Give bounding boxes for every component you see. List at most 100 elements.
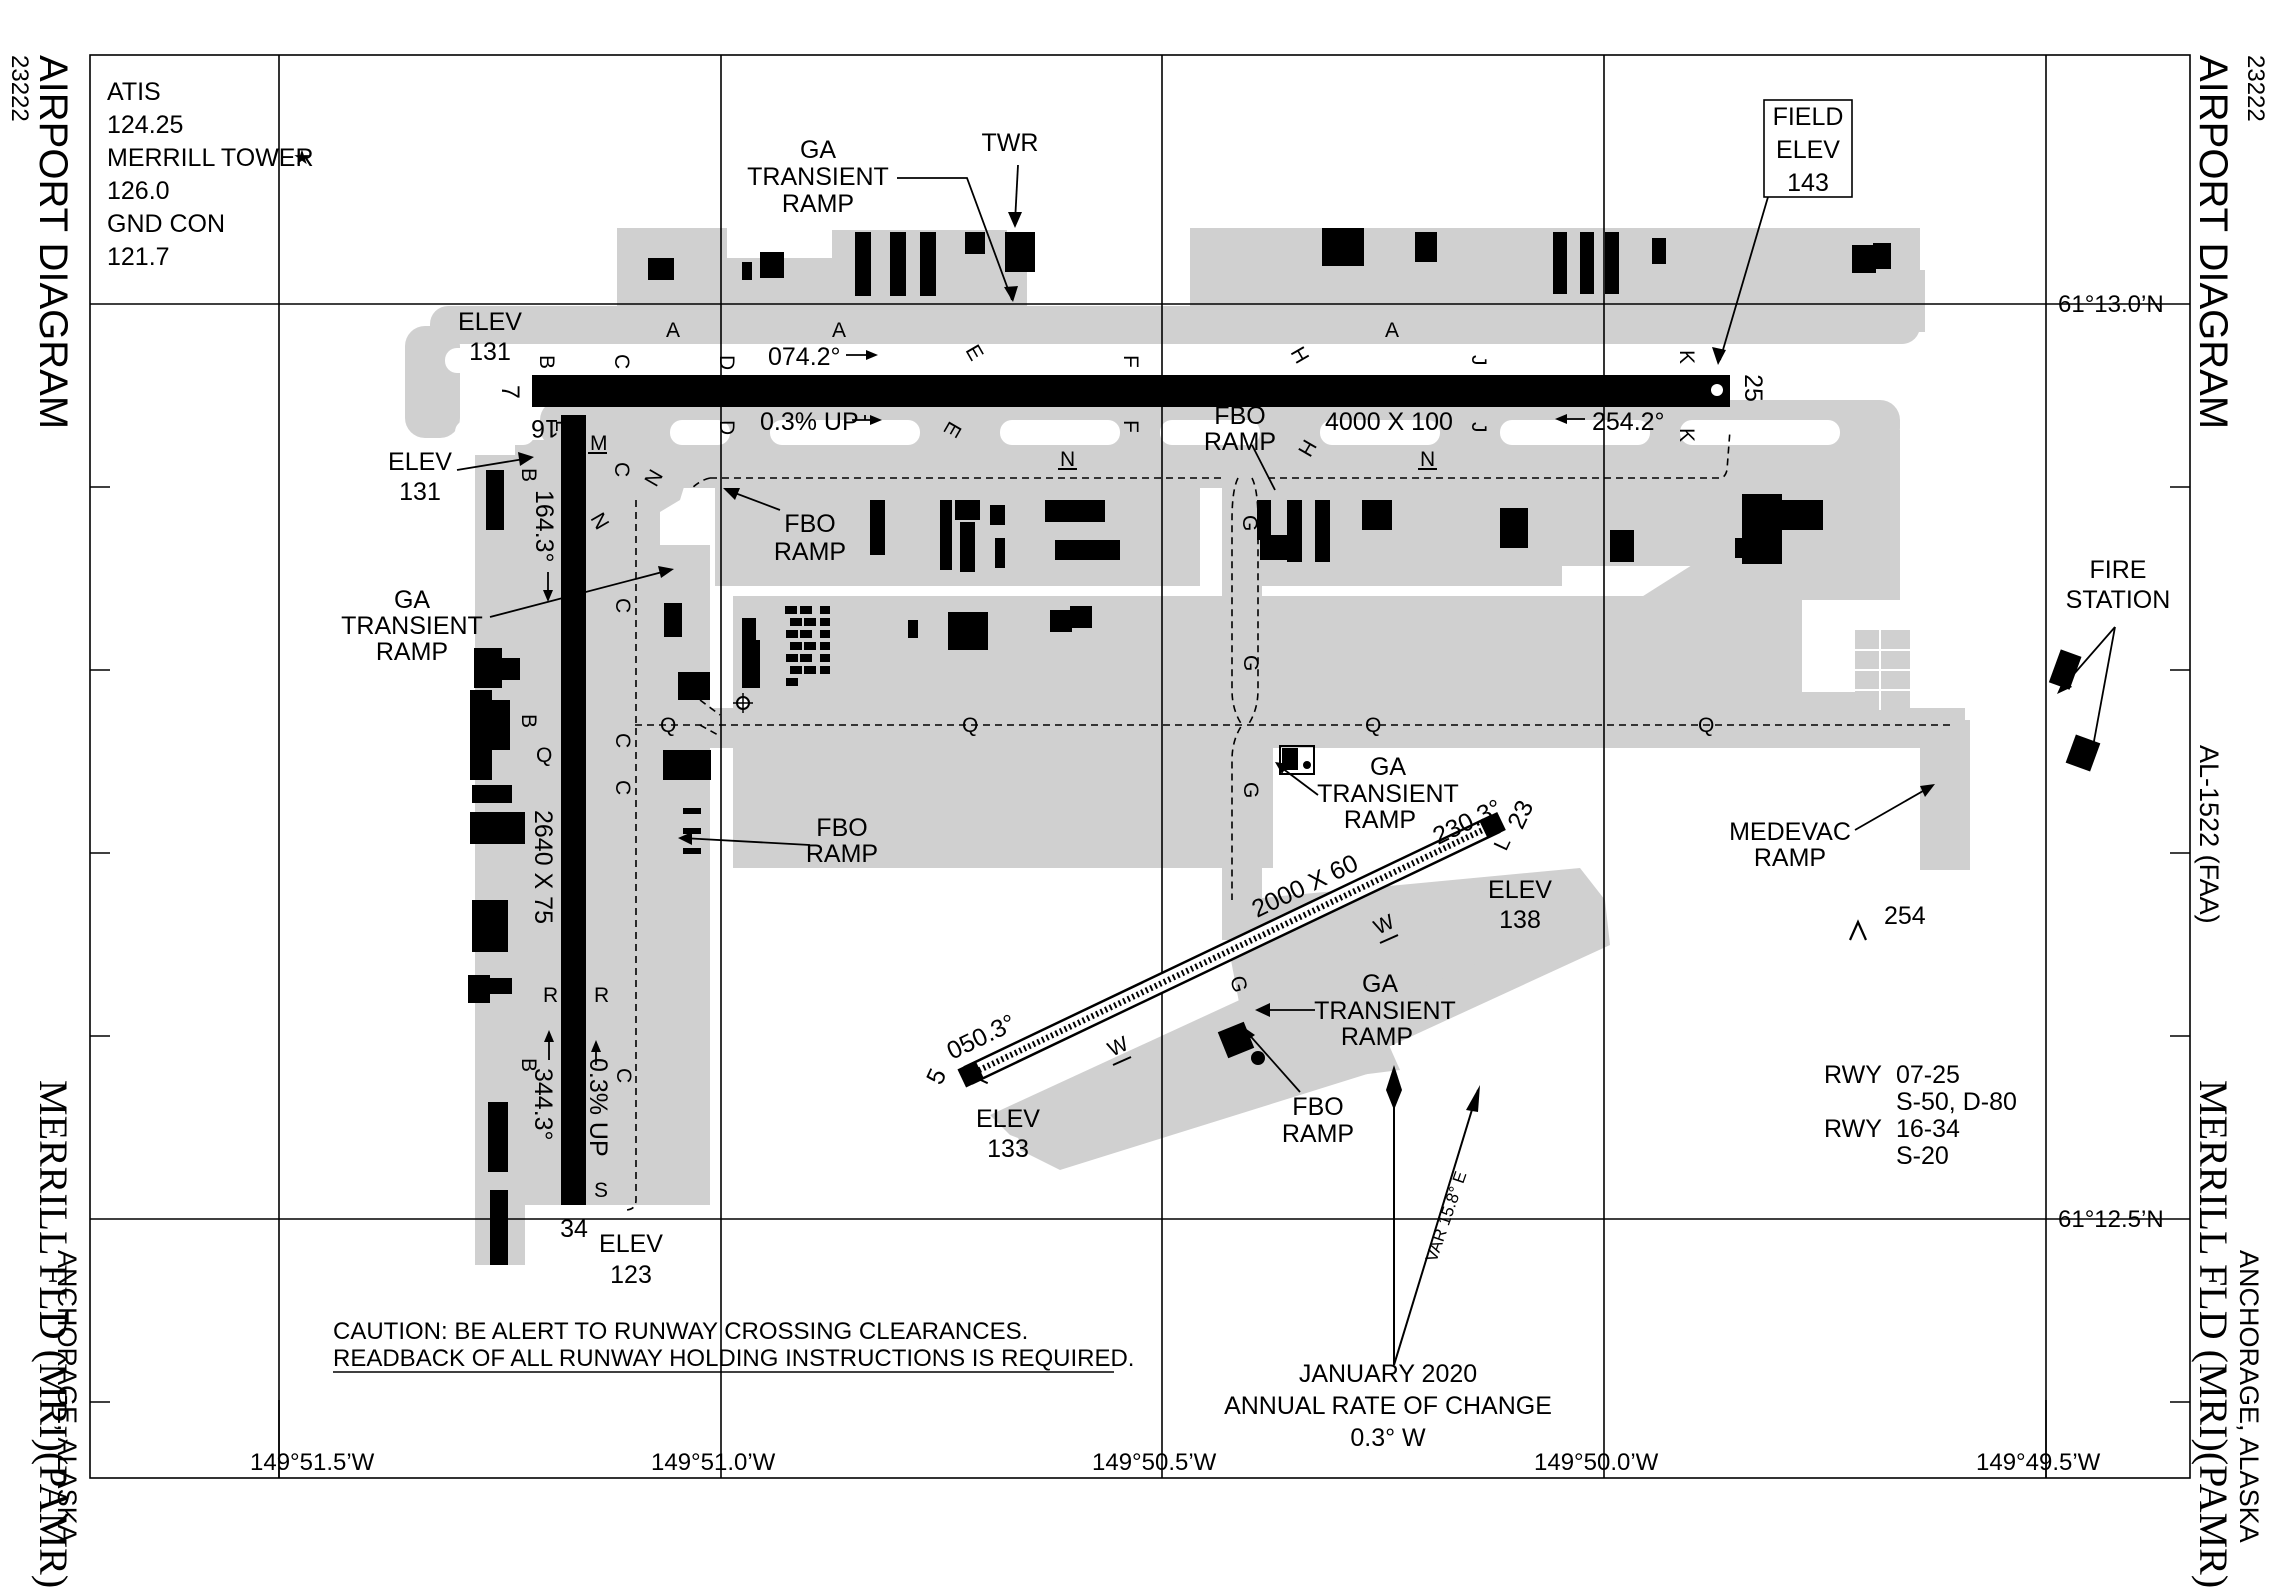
rwy5-elev-value: 133 bbox=[987, 1135, 1029, 1163]
ga-ramp-west-2: TRANSIENT bbox=[341, 612, 483, 640]
fbo-ramp-nw-2: RAMP bbox=[774, 538, 846, 566]
chart-number-right: 23222 bbox=[2242, 55, 2269, 122]
taxiway-f-label-1: F bbox=[1119, 355, 1142, 368]
ga-ramp-south-3: RAMP bbox=[1341, 1023, 1413, 1051]
diagram-title-right: AIRPORT DIAGRAM bbox=[2191, 55, 2235, 429]
rwy16-end-number: 16 bbox=[531, 414, 559, 442]
control-tower bbox=[1012, 238, 1022, 248]
field-elev-label-1: FIELD bbox=[1773, 103, 1844, 131]
rwy23-elev-label: ELEV bbox=[1488, 876, 1552, 904]
tower-label-map: TWR bbox=[982, 129, 1039, 157]
variation-rate: 0.3° W bbox=[1350, 1424, 1426, 1452]
fire-station-building-1 bbox=[2048, 649, 2082, 690]
rwy7-25-dimensions: 4000 X 100 bbox=[1325, 408, 1453, 436]
taxiway-g-label-1: G bbox=[1238, 515, 1261, 531]
variation-date: JANUARY 2020 bbox=[1299, 1360, 1477, 1388]
rwy7-slope: 0.3% UP bbox=[760, 408, 859, 436]
fbo-ramp-south-1: FBO bbox=[1292, 1093, 1343, 1121]
airport-name-left: MERRILL FLD (MRI)(PAMR) bbox=[31, 1080, 76, 1588]
field-elev-label-2: ELEV bbox=[1776, 136, 1840, 164]
taxiway-q-label-2: Q bbox=[660, 714, 676, 737]
taxiway-a-west-loop bbox=[405, 326, 460, 438]
taxiway-c-label-1: C bbox=[610, 354, 633, 369]
diagram-title-left: AIRPORT DIAGRAM bbox=[31, 55, 75, 429]
rwy16-heading: 164.3° bbox=[530, 490, 558, 563]
taxiway-c-pavement bbox=[620, 440, 660, 1205]
ga-ramp-north-2: TRANSIENT bbox=[747, 163, 889, 191]
buildings bbox=[468, 228, 2101, 1265]
rwy-07-25-strength: S-50, D-80 bbox=[1896, 1088, 2017, 1116]
taxiway-a-pavement bbox=[430, 306, 1920, 344]
taxiway-a-label-3: A bbox=[1385, 319, 1399, 342]
tower-frequency: 126.0 bbox=[107, 177, 170, 205]
airport-location-right: ANCHORAGE, ALASKA bbox=[2234, 1250, 2264, 1543]
taxiway-q-label-1: Q bbox=[536, 744, 552, 767]
rwy34-heading: 344.3° bbox=[529, 1068, 557, 1141]
atis-label: ATIS bbox=[107, 78, 161, 106]
taxiway-c-label-5: C bbox=[611, 780, 634, 795]
fbo-ramp-w-2: RAMP bbox=[806, 840, 878, 868]
taxiway-d-label-2: D bbox=[715, 420, 738, 435]
rwy7-elev-label: ELEV bbox=[458, 308, 522, 336]
latitude-south: 61°12.5’N bbox=[2058, 1206, 2164, 1233]
faa-number: AL-1522 (FAA) bbox=[2194, 745, 2224, 924]
taxiway-r-label-1: R bbox=[543, 984, 558, 1007]
runway-07-25 bbox=[532, 375, 1730, 407]
taxiway-g-stem bbox=[1222, 440, 1262, 940]
rwy7-end-number: 7 bbox=[496, 385, 524, 399]
taxiway-q-label-3: Q bbox=[962, 714, 978, 737]
fbo-ramp-nw-1: FBO bbox=[784, 510, 835, 538]
fire-station-label-1: FIRE bbox=[2090, 556, 2147, 584]
magnetic-variation-arrows bbox=[1386, 1065, 1480, 1366]
field-elev-value: 143 bbox=[1787, 169, 1829, 197]
longitude-2: 149°51.0’W bbox=[651, 1449, 776, 1476]
taxiway-d-label-1: D bbox=[715, 355, 738, 370]
obstacle-elevation: 254 bbox=[1884, 902, 1926, 930]
south-central-apron bbox=[733, 748, 1273, 868]
ga-ramp-west-1: GA bbox=[394, 586, 430, 614]
rwy16-elev-label: ELEV bbox=[388, 448, 452, 476]
medevac-ramp-label-2: RAMP bbox=[1754, 844, 1826, 872]
runways bbox=[532, 375, 1730, 1205]
taxiway-a-label-2: A bbox=[832, 319, 846, 342]
south-ga-lower bbox=[1200, 980, 1400, 1090]
ga-ramp-south-1: GA bbox=[1362, 970, 1398, 998]
ga-ramp-north-1: GA bbox=[800, 136, 836, 164]
rwy34-elev-label: ELEV bbox=[599, 1230, 663, 1258]
fire-station-building-2 bbox=[2065, 734, 2101, 772]
taxiway-m-link bbox=[610, 435, 700, 530]
taxiway-n-label-3: N bbox=[1060, 448, 1075, 471]
tiedown-east-slope bbox=[1640, 598, 1860, 720]
taxiway-q-label-4: Q bbox=[1365, 714, 1381, 737]
ground-label: GND CON bbox=[107, 210, 225, 238]
taxiway-g-label-2: G bbox=[1239, 655, 1262, 671]
ga-ramp-central-1: GA bbox=[1370, 753, 1406, 781]
frequency-list: ATIS 124.25 MERRILL TOWER ★ 126.0 GND CO… bbox=[107, 78, 314, 271]
rwy-07-25-label: RWY bbox=[1824, 1061, 1882, 1089]
taxiway-b-label-2: B bbox=[517, 468, 540, 482]
fbo-ramp-central-2: RAMP bbox=[1204, 428, 1276, 456]
caution-line-1: CAUTION: BE ALERT TO RUNWAY CROSSING CLE… bbox=[333, 1318, 1028, 1345]
variation-rate-label: ANNUAL RATE OF CHANGE bbox=[1224, 1392, 1552, 1420]
part-time-star-icon: ★ bbox=[293, 147, 311, 169]
taxiway-b-label-1: B bbox=[535, 355, 558, 369]
taxiway-e-label-1: E bbox=[961, 341, 988, 365]
latitude-north: 61°13.0’N bbox=[2058, 291, 2164, 318]
rwy34-end-number: 34 bbox=[560, 1215, 588, 1243]
ga-ramp-central-2: TRANSIENT bbox=[1317, 780, 1459, 808]
runway-25-light bbox=[1711, 384, 1723, 396]
apron-east-slope bbox=[1640, 560, 1900, 598]
longitude-4: 149°50.0’W bbox=[1534, 1449, 1659, 1476]
rwy-16-34-strength: S-20 bbox=[1896, 1142, 1949, 1170]
rwy7-heading: 074.2° bbox=[768, 343, 841, 371]
taxiway-k-label-1: K bbox=[1675, 350, 1698, 364]
taxiway-c-label-4: C bbox=[611, 733, 634, 748]
taxiway-k-label-2: K bbox=[1675, 428, 1698, 442]
rwy25-end-number: 25 bbox=[1739, 374, 1767, 402]
rwy16-elev-value: 131 bbox=[399, 478, 441, 506]
taxiway-labels: A A A B B B B C C C C C C D D E E F F G … bbox=[517, 319, 1714, 1202]
taxiway-j-label-1: J bbox=[1467, 355, 1490, 366]
taxiway-centerlines bbox=[624, 429, 1950, 1211]
ga-ramp-central-3: RAMP bbox=[1344, 806, 1416, 834]
